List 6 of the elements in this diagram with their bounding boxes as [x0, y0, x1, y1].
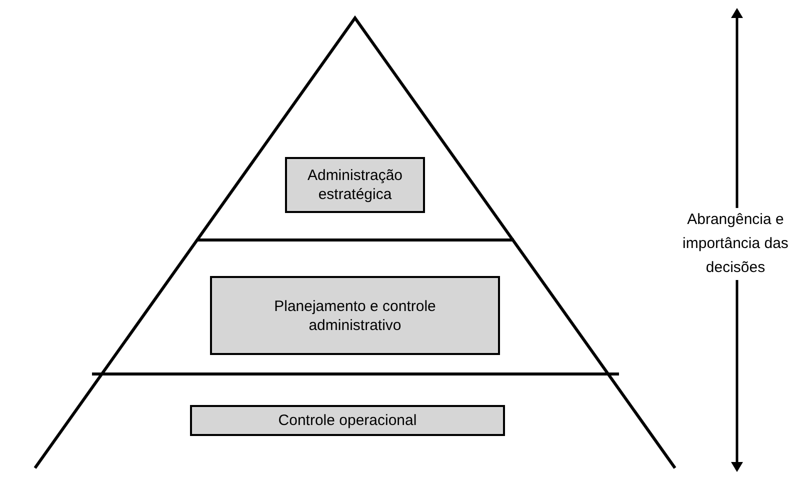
level-label: Controle operacional — [278, 411, 417, 430]
level-label: Planejamento e controle administrativo — [273, 296, 437, 334]
level-box — [210, 276, 500, 355]
level-box — [190, 405, 505, 436]
level-label: Administração estratégica — [306, 166, 404, 204]
level-box — [285, 157, 425, 213]
